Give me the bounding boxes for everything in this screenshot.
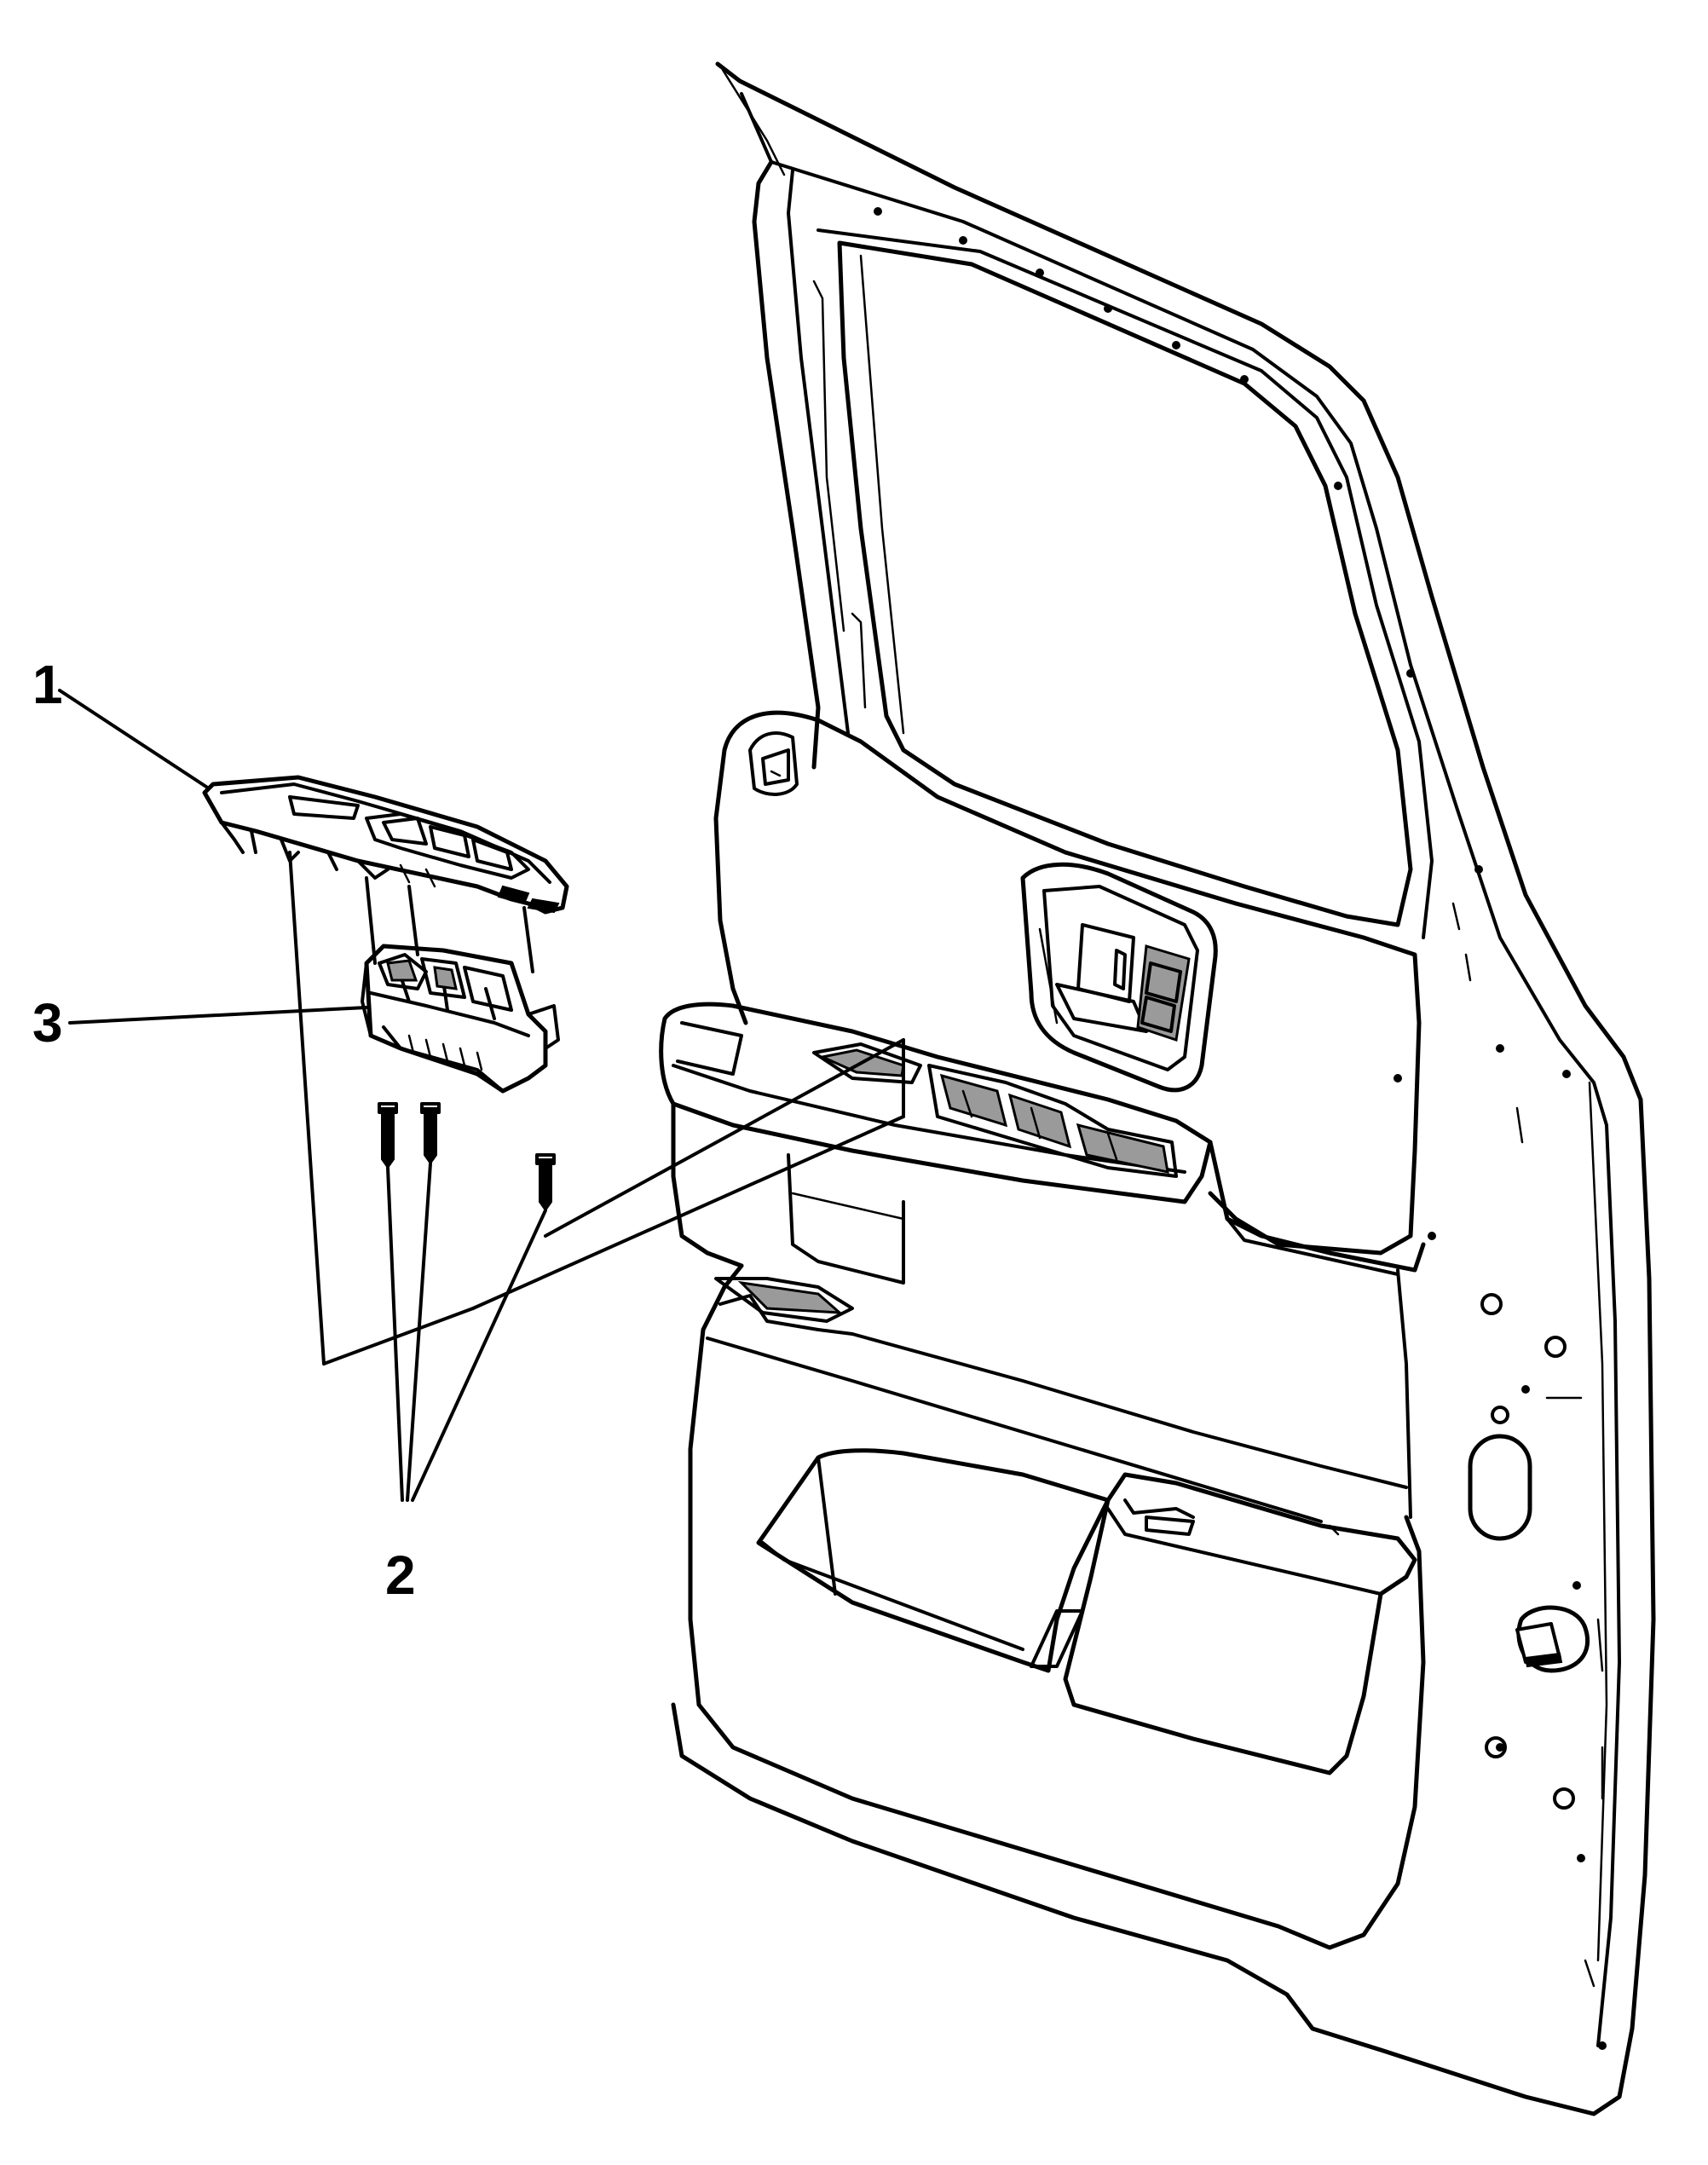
callout-1: 1 xyxy=(32,654,211,790)
upper-trim-panel xyxy=(713,710,1422,1256)
door-frame xyxy=(671,61,1656,2116)
screws-part-2 xyxy=(378,1102,556,1212)
lower-trim-panel xyxy=(688,1263,1426,1950)
callout-label-1: 1 xyxy=(32,654,63,715)
callout-2: 2 xyxy=(385,1544,416,1606)
inner-panel-holes xyxy=(1468,1293,1590,1810)
callout-label-2: 2 xyxy=(385,1544,416,1606)
callout-label-3: 3 xyxy=(32,992,63,1054)
switch-bezel-part-1 xyxy=(202,775,569,915)
window-switch-assembly-part-3 xyxy=(361,944,560,1212)
callout-3: 3 xyxy=(32,992,368,1054)
armrest xyxy=(659,1002,1426,1285)
exploded-view-guide-lines xyxy=(288,851,905,1502)
frame-fastener-dots xyxy=(874,207,1607,2050)
